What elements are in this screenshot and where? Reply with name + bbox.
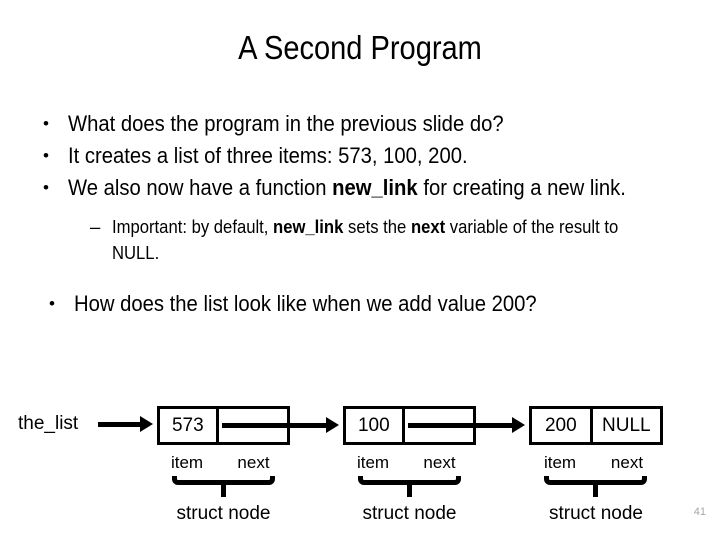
pointer-arrow-head-0 xyxy=(140,416,153,432)
bullet-marker-dash: – xyxy=(90,216,101,237)
field-label-item: item xyxy=(356,453,390,472)
node-field-labels: item next xyxy=(529,452,663,474)
code-term-new-link: new_link xyxy=(332,175,418,200)
list-item: • It creates a list of three items: 573,… xyxy=(28,140,692,171)
node-item-cell: 100 xyxy=(346,409,405,442)
node-field-labels: item next xyxy=(343,452,476,474)
bullet-marker: • xyxy=(43,146,49,165)
field-label-next: next xyxy=(423,453,456,472)
node-field-labels: item next xyxy=(157,452,290,474)
brace-arc xyxy=(358,476,461,485)
bullet-marker: • xyxy=(43,114,49,133)
bullet-marker: • xyxy=(49,294,55,313)
struct-node-label: struct node xyxy=(362,503,457,524)
list-item: • How does the list look like when we ad… xyxy=(28,288,692,319)
slide-number: 41 xyxy=(693,506,706,518)
struct-brace xyxy=(172,476,275,497)
the-list-pointer-label: the_list xyxy=(18,413,79,434)
next-pointer-head-0 xyxy=(326,417,339,433)
field-label-next: next xyxy=(237,453,270,472)
code-term-next: next xyxy=(410,216,446,237)
page-title: A Second Program xyxy=(238,29,482,66)
brace-arc xyxy=(172,476,275,485)
bullet-marker: • xyxy=(43,178,49,197)
struct-brace xyxy=(544,476,647,497)
next-pointer-shaft-0 xyxy=(222,423,328,428)
brace-stem xyxy=(221,484,226,497)
sub-list-item-text: Important: by default, new_link sets the… xyxy=(112,216,619,263)
next-pointer-head-1 xyxy=(512,417,525,433)
brace-stem xyxy=(593,484,598,497)
list-item-text: We also now have a function new_link for… xyxy=(68,175,626,200)
field-label-item: item xyxy=(170,453,204,472)
node-item-cell: 573 xyxy=(160,409,219,442)
list-item: • What does the program in the previous … xyxy=(28,108,692,139)
struct-node-label: struct node xyxy=(549,503,643,524)
pointer-arrow-shaft-0 xyxy=(98,422,142,427)
struct-brace xyxy=(358,476,461,497)
list-item: • We also now have a function new_link f… xyxy=(28,172,692,203)
struct-node-label: struct node xyxy=(176,503,271,524)
field-label-item: item xyxy=(543,453,577,472)
list-node: 200 NULL xyxy=(529,406,663,445)
brace-arc xyxy=(544,476,647,485)
node-next-cell: NULL xyxy=(602,415,651,436)
list-item-text: What does the program in the previous sl… xyxy=(68,111,504,136)
list-item-text: How does the list look like when we add … xyxy=(74,291,537,316)
code-term-new-link: new_link xyxy=(273,216,344,237)
field-label-next: next xyxy=(610,453,644,472)
bullet-list: • What does the program in the previous … xyxy=(28,108,692,320)
sub-list-item: – Important: by default, new_link sets t… xyxy=(28,214,692,266)
list-item-text: It creates a list of three items: 573, 1… xyxy=(68,143,468,168)
next-pointer-shaft-1 xyxy=(408,423,514,428)
brace-stem xyxy=(407,484,412,497)
node-item-cell: 200 xyxy=(532,409,593,442)
